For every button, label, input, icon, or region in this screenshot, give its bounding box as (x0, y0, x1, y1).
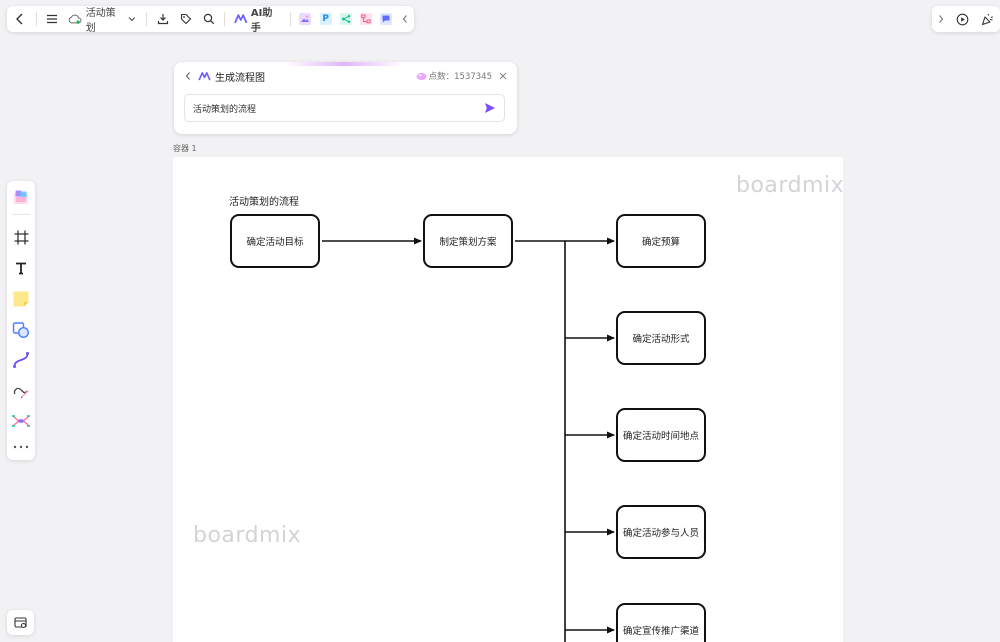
back-button[interactable] (7, 6, 32, 32)
flow-node-make-plan[interactable]: 制定策划方案 (423, 214, 513, 268)
chevron-right-icon (939, 15, 944, 23)
flow-node-time-place[interactable]: 确定活动时间地点 (616, 408, 706, 462)
send-icon (485, 103, 495, 113)
ai-logo-icon (234, 14, 248, 24)
flowchart-title[interactable]: 活动策划的流程 (229, 197, 299, 208)
shape-tool[interactable] (7, 319, 35, 341)
more-dots-icon (13, 445, 29, 449)
flow-node-budget[interactable]: 确定预算 (616, 214, 706, 268)
divider (12, 214, 30, 215)
ai-prompt-value: 活动策划的流程 (193, 104, 257, 115)
send-button[interactable] (484, 102, 496, 114)
tag-button[interactable] (174, 6, 197, 32)
ai-assistant-label: AI助手 (250, 8, 273, 34)
pen-tool[interactable] (7, 380, 35, 402)
container-label: 容器 1 (173, 144, 197, 153)
mindmap-tool-icon (12, 415, 30, 427)
ai-ppt-tool[interactable]: P (316, 6, 336, 32)
bottom-left-panel-toggle[interactable] (7, 610, 34, 635)
mindmap-tool[interactable] (7, 410, 35, 432)
flowchart-icon (360, 13, 373, 25)
file-name-dropdown[interactable]: 活动策划 (62, 6, 142, 34)
top-right-toolbar (932, 6, 1000, 32)
canvas-container[interactable]: boardmix boardmix 活动策划的流程 确定活动目标 制定策划方案 … (173, 157, 843, 642)
ai-logo-icon (198, 71, 211, 80)
more-tools-button[interactable] (7, 436, 35, 458)
flowchart-connectors (322, 237, 615, 642)
top-toolbar: 活动策划 AI助手 P (7, 6, 414, 34)
points-counter: 点数：1537345 (428, 72, 492, 82)
ai-prompt-input[interactable]: 活动策划的流程 (184, 94, 505, 122)
menu-icon (46, 14, 57, 24)
pen-icon (13, 387, 29, 399)
flow-node-set-goal[interactable]: 确定活动目标 (230, 214, 320, 268)
ai-glow-decoration (284, 62, 404, 66)
template-library-icon (14, 190, 28, 204)
connector-tool[interactable] (7, 349, 35, 371)
present-button[interactable] (953, 6, 973, 32)
left-toolbar (7, 181, 35, 460)
ai-assistant-button[interactable]: AI助手 (229, 6, 286, 34)
ai-mindmap-tool[interactable] (336, 6, 356, 32)
points-gem-icon (416, 72, 427, 80)
flow-node-promotion[interactable]: 确定宣传推广渠道 (616, 603, 706, 642)
search-icon (203, 13, 215, 25)
frame-icon (14, 230, 28, 244)
sticky-note-tool[interactable] (7, 288, 35, 310)
ai-dialog-header: 生成流程图 点数：1537345 (184, 68, 507, 84)
watermark-bottom-left: boardmix (193, 523, 302, 548)
connector-trunk[interactable] (515, 240, 566, 642)
connector-line-icon (13, 352, 29, 368)
template-library-button[interactable] (7, 185, 35, 209)
ai-close-button[interactable] (499, 72, 507, 80)
ai-image-tool[interactable] (295, 6, 315, 32)
sticky-note-icon (13, 291, 29, 307)
chevron-left-icon (15, 13, 23, 25)
search-button[interactable] (197, 6, 220, 32)
divider (224, 12, 226, 26)
ai-chat-tool[interactable] (376, 6, 396, 32)
download-icon (157, 14, 168, 25)
ai-dialog-title: 生成流程图 (215, 72, 265, 84)
tag-icon (180, 13, 191, 25)
expand-toolbar-button[interactable] (934, 6, 948, 32)
chevron-left-icon (403, 15, 408, 23)
frame-tool[interactable] (7, 226, 35, 248)
file-name: 活动策划 (85, 8, 116, 34)
chat-icon (380, 13, 393, 25)
party-popper-icon (982, 13, 994, 25)
play-circle-icon (957, 13, 969, 25)
ai-back-button[interactable] (184, 71, 192, 81)
image-gen-icon (299, 13, 312, 25)
divider (36, 12, 38, 26)
chevron-down-icon (128, 17, 136, 22)
layers-panel-icon (14, 616, 27, 628)
divider (145, 12, 147, 26)
flow-node-participants[interactable]: 确定活动参与人员 (616, 505, 706, 559)
text-icon (16, 262, 26, 275)
text-tool[interactable] (7, 257, 35, 279)
chevron-left-icon (185, 72, 190, 80)
flow-node-format[interactable]: 确定活动形式 (616, 311, 706, 365)
download-button[interactable] (151, 6, 174, 32)
presentation-icon: P (319, 13, 332, 25)
celebrate-button[interactable] (978, 6, 998, 32)
close-icon (499, 72, 507, 80)
collapse-toolbar-button[interactable] (397, 6, 414, 32)
divider (290, 12, 292, 26)
menu-button[interactable] (41, 6, 62, 32)
cloud-icon (69, 14, 82, 24)
mindmap-icon (339, 13, 352, 25)
ai-flowchart-dialog: 生成流程图 点数：1537345 活动策划的流程 (174, 62, 517, 134)
shapes-icon (12, 322, 30, 339)
ai-flowchart-tool[interactable] (356, 6, 376, 32)
watermark-top-right: boardmix (736, 173, 843, 198)
